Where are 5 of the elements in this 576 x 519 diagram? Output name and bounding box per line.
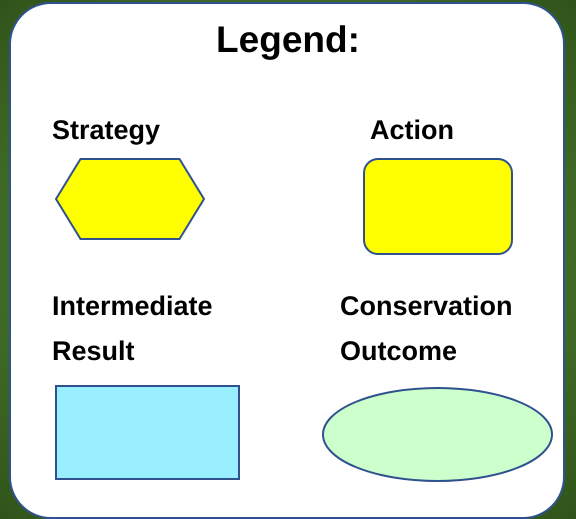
node-label: Action	[370, 114, 455, 147]
legend-title: Legend:	[215, 18, 361, 62]
node-label: Strategy	[52, 114, 162, 147]
node-label: Intermediate Result	[52, 290, 214, 368]
node-label: Conservation Outcome	[340, 290, 514, 368]
